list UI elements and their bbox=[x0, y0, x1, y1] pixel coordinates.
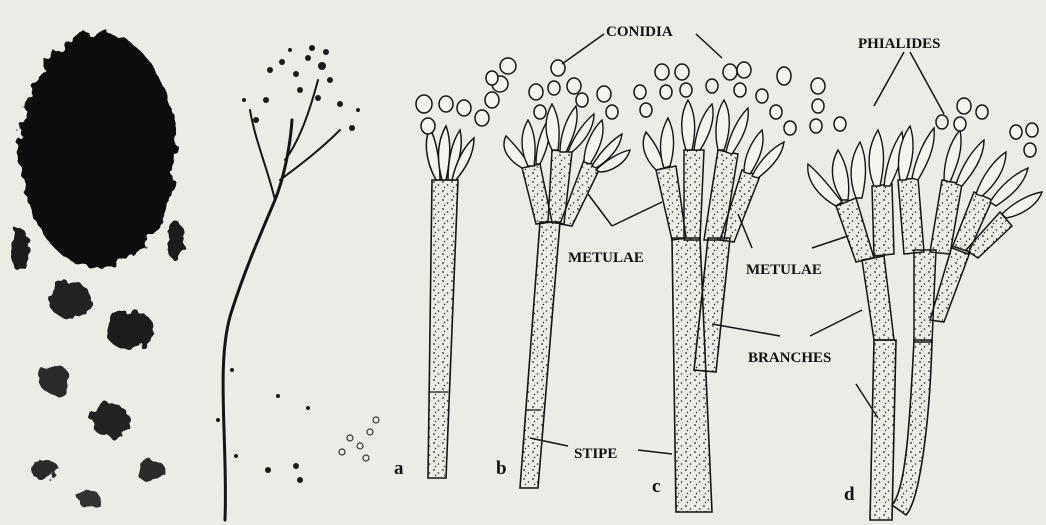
conidia-leader-right bbox=[696, 34, 722, 58]
phialides-leader-right bbox=[910, 52, 944, 114]
drawing-c bbox=[634, 62, 796, 512]
metulae-right-leader-2 bbox=[812, 236, 848, 248]
drawing-a bbox=[416, 58, 516, 478]
stipe-leader-2 bbox=[638, 450, 672, 454]
branches-leader-2 bbox=[810, 310, 862, 336]
metulae-left-leader-2 bbox=[612, 202, 662, 226]
metulae-label-left: METULAE bbox=[568, 250, 644, 266]
phialides-leader-left bbox=[874, 52, 904, 106]
metulae-right-leader-1 bbox=[738, 214, 752, 248]
panel-label-d: d bbox=[844, 484, 855, 505]
metulae-left-leader-1 bbox=[588, 194, 612, 226]
branches-label: BRANCHES bbox=[748, 350, 831, 366]
conidiophore-photo bbox=[216, 45, 379, 520]
panel-label-b: b bbox=[496, 458, 507, 479]
conidia-leader-left bbox=[562, 34, 604, 64]
panel-label-a: a bbox=[394, 458, 404, 479]
colony-photo bbox=[11, 32, 183, 508]
metulae-label-right: METULAE bbox=[746, 262, 822, 278]
drawing-b bbox=[504, 60, 630, 488]
conidia-label: CONIDIA bbox=[606, 24, 673, 40]
panel-label-c: c bbox=[652, 476, 660, 497]
drawing-d bbox=[808, 78, 1042, 520]
stipe-label: STIPE bbox=[574, 446, 617, 462]
branches-leader-1 bbox=[712, 324, 780, 336]
phialides-label: PHIALIDES bbox=[858, 36, 941, 52]
